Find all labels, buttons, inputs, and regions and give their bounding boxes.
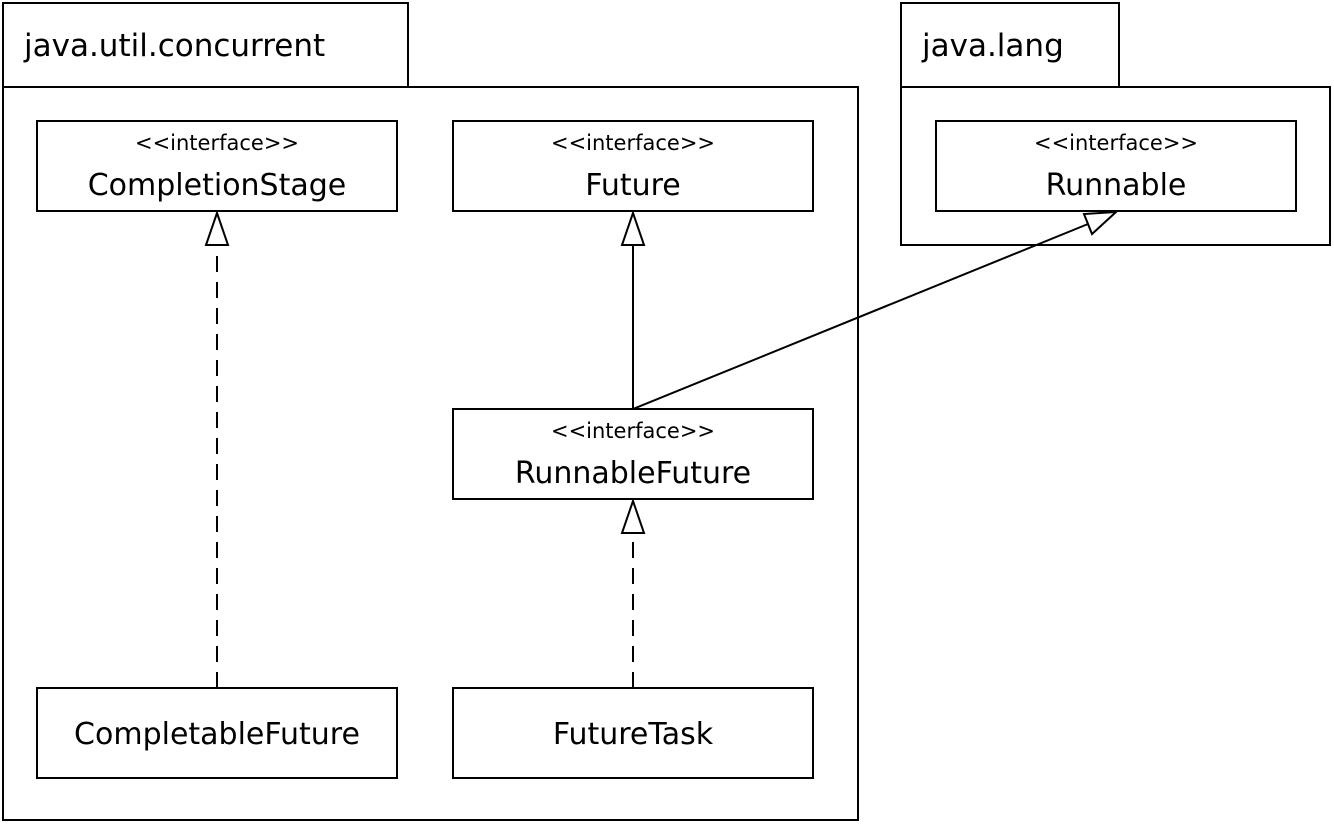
hollow-triangle-arrowhead [620, 497, 646, 534]
class-name: CompletableFuture [74, 717, 360, 752]
class-runnable-future: <<interface>> RunnableFuture [452, 408, 814, 500]
class-box [36, 120, 398, 212]
package-label: java.util.concurrent [23, 28, 325, 64]
relation-future-task-to-runnable-future [620, 497, 646, 688]
class-box [452, 408, 814, 500]
package-label: java.lang [921, 28, 1064, 64]
class-name: RunnableFuture [515, 456, 751, 491]
class-stereotype: <<interface>> [135, 131, 299, 155]
class-future-task: FutureTask [452, 687, 814, 779]
class-box [935, 120, 1297, 212]
package-tab [900, 2, 1120, 88]
relation-runnable-future-to-future [620, 209, 646, 409]
class-completion-stage: <<interface>> CompletionStage [36, 120, 398, 212]
class-name: Runnable [1046, 168, 1187, 203]
relation-completable-future-to-completion-stage [204, 209, 230, 688]
hollow-triangle-arrowhead [1082, 210, 1119, 236]
class-runnable: <<interface>> Runnable [935, 120, 1297, 212]
class-future: <<interface>> Future [452, 120, 814, 212]
package-tab [2, 2, 409, 88]
class-box [452, 687, 814, 779]
class-box [36, 687, 398, 779]
class-stereotype: <<interface>> [551, 419, 715, 443]
class-stereotype: <<interface>> [1034, 131, 1198, 155]
class-completable-future: CompletableFuture [36, 687, 398, 779]
relation-runnable-future-to-runnable [632, 210, 1119, 410]
hollow-triangle-arrowhead [620, 209, 646, 246]
hollow-triangle-arrowhead [204, 209, 230, 246]
class-name: Future [585, 168, 681, 203]
class-stereotype: <<interface>> [551, 131, 715, 155]
class-name: CompletionStage [88, 168, 347, 203]
generalization-line [632, 223, 1089, 410]
class-box [452, 120, 814, 212]
class-name: FutureTask [553, 717, 714, 752]
